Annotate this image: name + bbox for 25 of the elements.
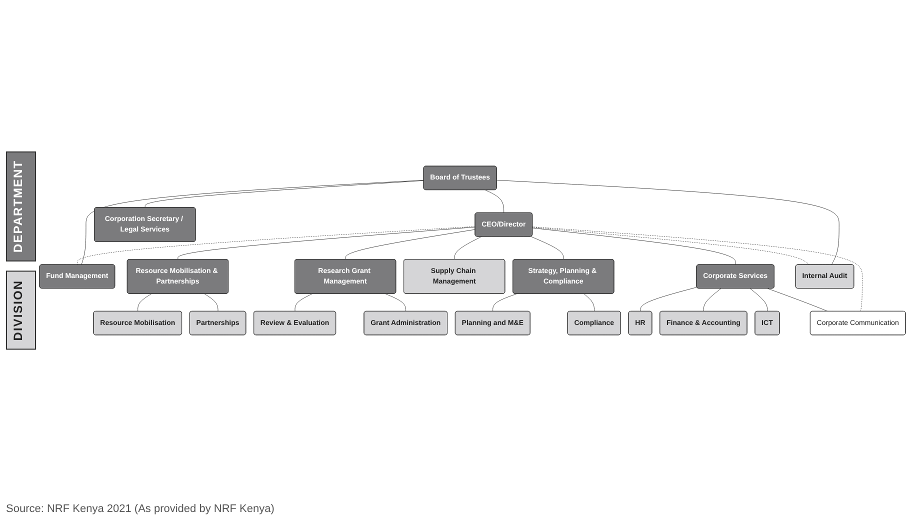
connector (204, 294, 218, 312)
connector (385, 294, 406, 312)
connector (703, 288, 722, 312)
connector (767, 288, 828, 312)
connector (138, 294, 152, 312)
connector (294, 294, 312, 312)
source-note: Source: NRF Kenya 2021 (As provided by NRF Kenya) (5, 502, 276, 517)
connector (345, 229, 476, 260)
row-band: DEPARTMENT (6, 150, 36, 262)
connector (454, 236, 482, 260)
connector (485, 190, 504, 214)
connector (496, 180, 840, 266)
connector (750, 288, 768, 312)
connector (81, 180, 424, 266)
connector (532, 228, 736, 266)
connector (532, 227, 810, 266)
connector (584, 294, 595, 312)
connector (530, 236, 564, 260)
connector (178, 226, 476, 260)
connector (640, 287, 698, 312)
row-band: DIVISION (6, 271, 36, 350)
connector (77, 226, 476, 266)
connector (532, 226, 862, 312)
connector (492, 294, 518, 312)
connector (144, 180, 424, 208)
